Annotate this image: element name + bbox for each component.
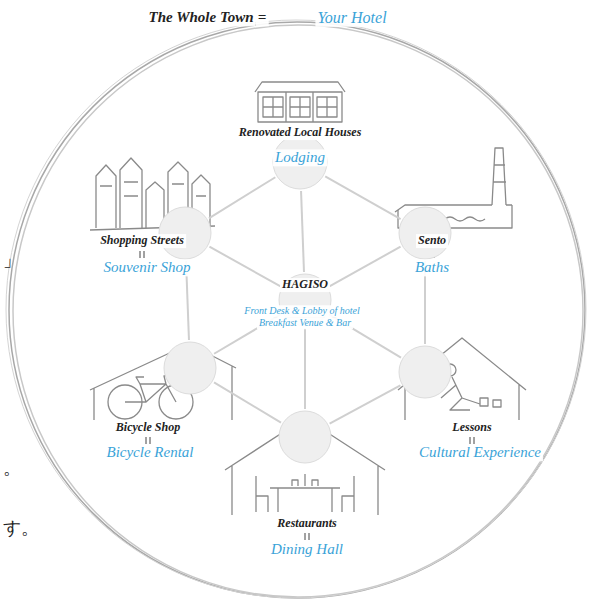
town-circle — [6, 20, 586, 598]
hub-circle-shape — [158, 206, 212, 260]
chimney — [492, 148, 506, 205]
hotel-role: Breakfast Venue & Bar — [257, 317, 353, 329]
bicycle-shop-drawing — [90, 344, 236, 420]
equals-mark — [146, 437, 150, 444]
tool — [480, 398, 488, 406]
hub-circle-outline — [164, 342, 216, 394]
tableware — [292, 474, 318, 486]
town-circle-sketch — [13, 25, 583, 597]
place-name: HAGISO — [280, 278, 330, 292]
table — [270, 488, 340, 512]
connector-line — [301, 191, 304, 272]
connector-line — [214, 382, 281, 422]
hub-circle-shape — [278, 410, 332, 464]
connector-line — [325, 176, 400, 219]
hub-circle-shape — [398, 345, 452, 399]
hub-circle: SentoBaths — [398, 206, 452, 260]
hub-circle-outline — [279, 411, 331, 463]
diagram-title: The Whole Town — [146, 9, 255, 26]
place-name: Lessons — [450, 421, 493, 435]
hotel-role: Bicycle Rental — [104, 444, 195, 461]
place-name: Bicycle Shop — [114, 421, 182, 435]
hub-circle-shape — [398, 206, 452, 260]
hotel-role: Cultural Experience — [417, 444, 543, 461]
equals-marks — [140, 143, 474, 540]
lesson-house — [398, 338, 526, 420]
connector-line — [330, 385, 401, 423]
hub-circle: RestaurantsDining Hall — [278, 410, 332, 464]
hub-circle: Renovated Local HousesLodging — [272, 134, 328, 190]
title-part: Your Hotel — [315, 9, 388, 27]
building — [120, 158, 142, 228]
connector-line — [304, 328, 306, 409]
hub-circle-outline — [399, 346, 451, 398]
building — [96, 165, 116, 228]
houses-roof — [255, 82, 345, 92]
cropped-text: 。 — [3, 458, 21, 479]
houses-wall — [258, 92, 342, 122]
houses-drawing — [255, 82, 345, 122]
hotel-role: Souvenir Shop — [101, 259, 192, 276]
place-name: Renovated Local Houses — [237, 126, 364, 140]
place-name: Sento — [416, 234, 448, 248]
building — [146, 182, 164, 228]
hotel-role: Dining Hall — [269, 541, 345, 558]
equals-mark — [140, 251, 144, 258]
town-circle-outline — [9, 22, 585, 598]
building-windows — [100, 182, 206, 196]
window-frames — [263, 92, 337, 122]
hub-circle-outline — [399, 207, 451, 259]
hub-circle-shape — [163, 341, 217, 395]
place-name: Restaurants — [275, 517, 338, 531]
hotel-role: Lodging — [273, 149, 327, 166]
hotel-role: Front Desk & Lobby of hotel — [242, 305, 361, 317]
hub-circle: LessonsCultural Experience — [398, 345, 452, 399]
connector-line — [209, 247, 280, 287]
cropped-text: 」 — [3, 250, 21, 271]
hotel-role: Baths — [413, 259, 451, 276]
town-circle-sketch — [6, 20, 586, 598]
shop-house — [90, 344, 236, 420]
hub-circle-outline — [159, 207, 211, 259]
lessons-drawing — [398, 338, 526, 420]
equals-mark — [305, 533, 309, 540]
cropped-text: す。 — [3, 518, 39, 539]
hub-circle: Shopping StreetsSouvenir Shop — [158, 206, 212, 260]
tool — [493, 400, 501, 407]
hub-circle-outline — [273, 135, 327, 189]
title-part: = — [256, 9, 269, 26]
connector-line — [209, 177, 275, 218]
hub-circle: HAGISOFront Desk & Lobby of hotelBreakfa… — [278, 273, 332, 327]
place-name: Shopping Streets — [98, 234, 186, 248]
equals-mark — [470, 437, 474, 444]
hub-circle: Bicycle ShopBicycle Rental — [163, 341, 217, 395]
connector-line — [329, 247, 400, 287]
